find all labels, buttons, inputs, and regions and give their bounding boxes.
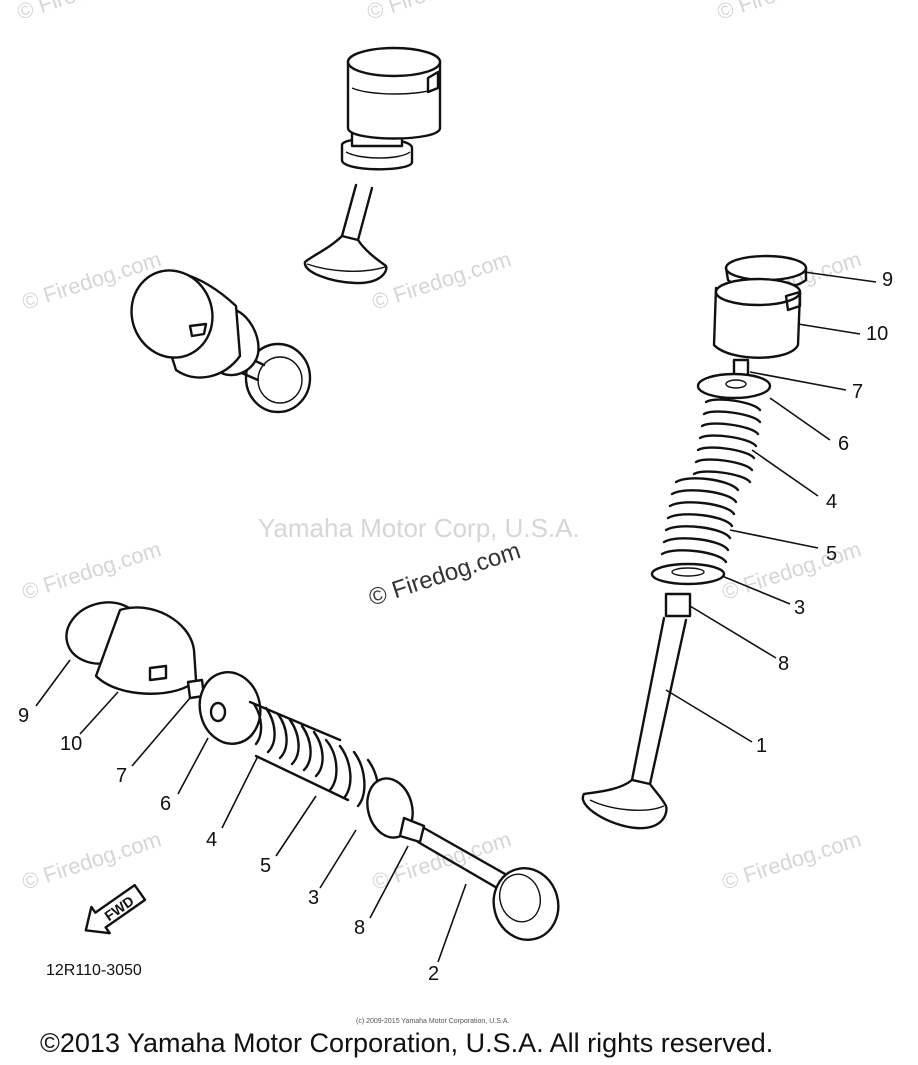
callout-4: 4 [206,829,217,851]
tiny-copyright: (c) 2009-2015 Yamaha Motor Corporation, … [356,1018,509,1025]
watermark-layer: © Firedog.com © Firedog.com © Firedog.co… [14,0,864,895]
watermark-firedog: © Firedog.com [714,0,859,25]
watermark-firedog: © Firedog.com [364,0,509,25]
diagram-code: 12R110-3050 [46,962,142,979]
watermark-firedog-center: © Firedog.com [366,537,524,611]
callout-4: 4 [826,491,837,513]
callout-2: 2 [428,963,439,985]
left-valve-assembly [130,269,312,414]
callout-3: 3 [308,887,319,909]
callout-6: 6 [838,433,849,455]
callout-6: 6 [160,793,171,815]
callout-3: 3 [794,597,805,619]
callout-8: 8 [354,917,365,939]
callout-7: 7 [116,765,127,787]
watermark-yamaha: Yamaha Motor Corp, U.S.A. [258,513,580,543]
callout-8: 8 [778,653,789,675]
callout-9: 9 [18,705,29,727]
callout-1: 1 [756,735,767,757]
callout-10: 10 [866,323,888,345]
callout-5: 5 [260,855,271,877]
top-valve-assembly [303,46,442,285]
watermark-firedog: © Firedog.com [19,826,164,894]
bottom-valve-assembly [65,601,560,941]
fwd-arrow-icon: FWD [84,883,147,935]
shim-9 [724,254,808,282]
callout-5: 5 [826,543,837,565]
right-valve-assembly [581,254,808,830]
callouts-left: 9 10 7 6 4 5 3 8 2 [18,705,439,985]
callout-10: 10 [60,733,82,755]
callout-7: 7 [852,381,863,403]
leader-lines [35,271,877,963]
watermark-firedog: © Firedog.com [719,536,864,604]
copyright-notice: ©2013 Yamaha Motor Corporation, U.S.A. A… [40,1028,773,1058]
watermark-firedog: © Firedog.com [369,246,514,314]
watermark-firedog: © Firedog.com [719,826,864,894]
watermark-firedog: © Firedog.com [14,0,159,25]
watermark-firedog: © Firedog.com [19,536,164,604]
callouts-right: 9 10 7 6 4 5 3 8 1 [756,269,893,757]
callout-9: 9 [882,269,893,291]
